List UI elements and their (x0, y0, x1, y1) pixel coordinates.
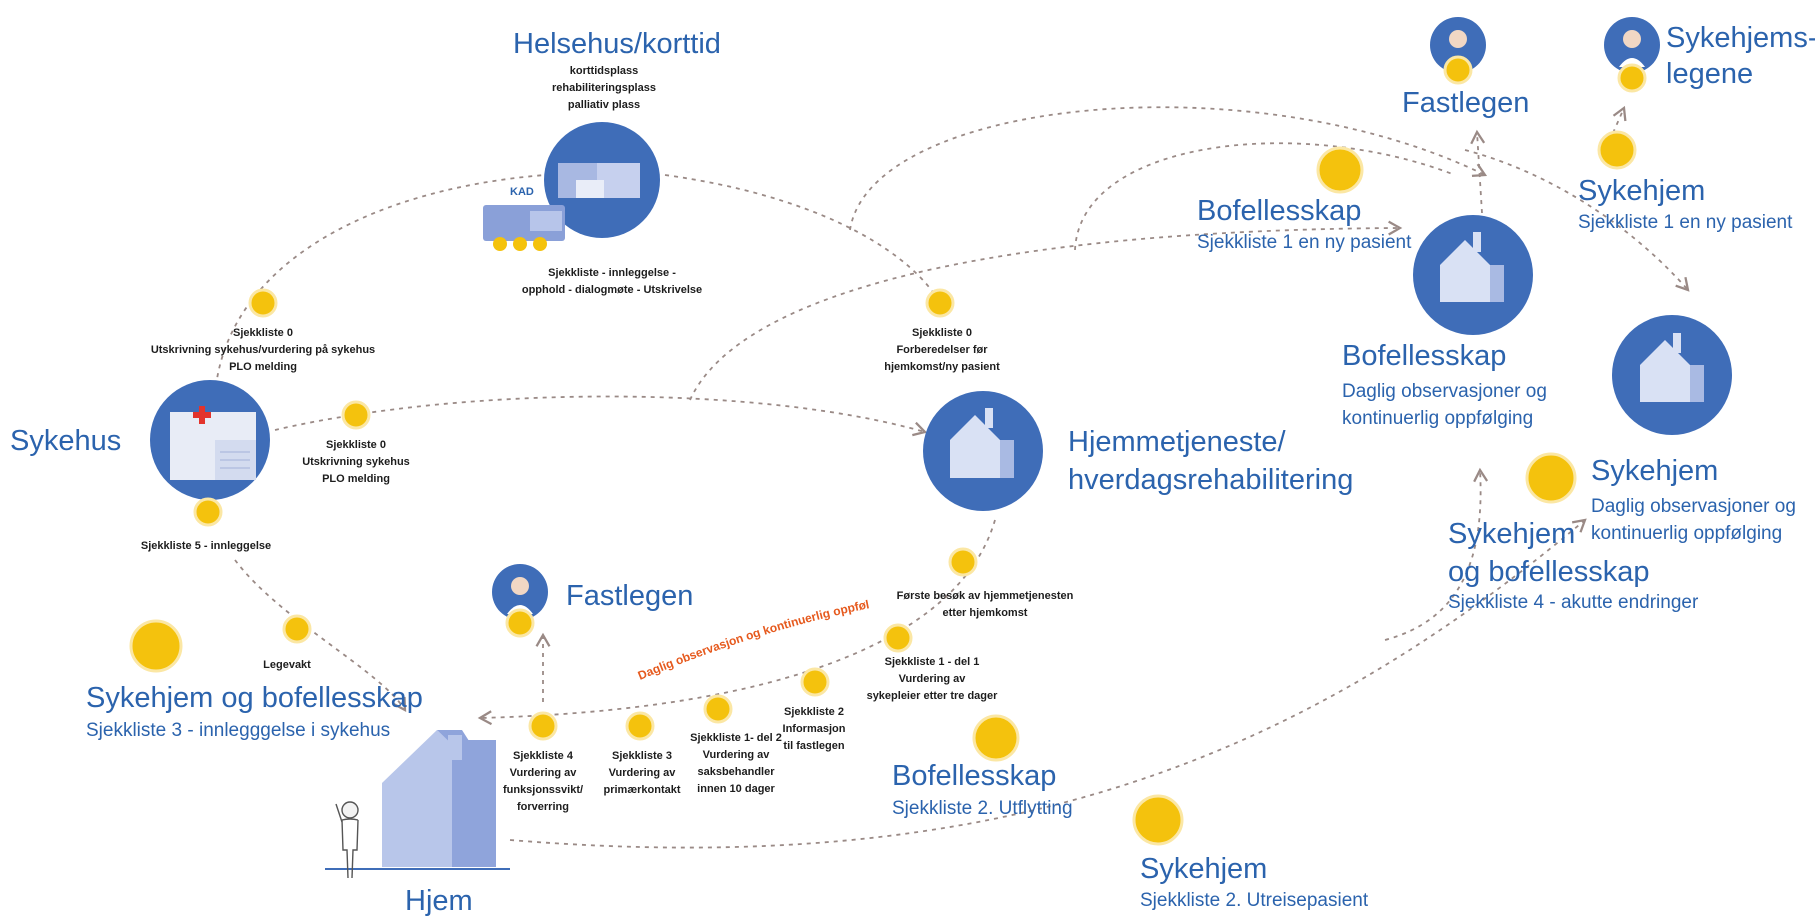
hjem-title: Hjem (405, 885, 473, 917)
house-icon (1440, 232, 1504, 302)
path-right-up (1384, 467, 1489, 641)
checkpoint-dot (1316, 146, 1364, 194)
fastlegen-left-avatar (492, 564, 548, 620)
hospital-building-icon (558, 163, 640, 198)
checkpoint-dot (1525, 452, 1577, 504)
step-1-del-1: Sjekkliste 1 - del 1 Vurdering av sykepl… (866, 656, 998, 702)
bofellesskap-bottom-title: Bofellesskap (892, 760, 1057, 792)
fastlegen-left-title: Fastlegen (566, 580, 694, 612)
checkpoint-dot (625, 711, 655, 741)
path-fastlegen-to-sykehjem (1464, 149, 1690, 292)
sykehus-title: Sykehus (10, 425, 122, 457)
checkpoint-dot (703, 694, 733, 724)
checkpoint-dot (1443, 55, 1473, 85)
sykehus-checklist-top: Sjekkliste 0 Utskrivning sykehus/vurderi… (150, 327, 376, 373)
path-arc-top-medium (1074, 142, 1456, 251)
sykehjem-bofellesskap-right-sub: Sjekkliste 4 - akutte endringer (1448, 592, 1699, 613)
hospital-icon (170, 406, 256, 480)
step-4: Sjekkliste 4 Vurdering av funksjonssvikt… (502, 750, 584, 813)
helsehus-title: Helsehus/korttid (513, 28, 721, 60)
checkpoint-dot (505, 608, 535, 638)
checkpoint-dot (248, 288, 278, 318)
bofellesskap-top-title: Bofellesskap (1197, 195, 1362, 227)
sykehjemslegene-avatar (1604, 17, 1660, 73)
sykehjemslegene-title: Sykehjems- legene (1666, 22, 1815, 90)
step-3: Sjekkliste 3 Vurdering av primærkontakt (603, 750, 681, 796)
path-arc-to-bofellesskap (689, 220, 1403, 401)
sykehjem-bottom-sub: Sjekkliste 2. Utreisepasient (1140, 890, 1369, 911)
checkpoint-dot (528, 711, 558, 741)
bofellesskap-mid-sub: Daglig observasjoner og kontinuerlig opp… (1342, 381, 1547, 429)
path-hjemmetjeneste-to-hjem (477, 519, 996, 726)
bofellesskap-node (1413, 215, 1533, 335)
sykehjem-bofellesskap-right-title: Sykehjem og bofellesskap (1448, 518, 1650, 588)
path-arc-top-big (849, 106, 1488, 231)
ambulance-icon (483, 205, 565, 251)
checkpoint-dot (1132, 794, 1184, 846)
flow-paths (214, 105, 1690, 849)
kad-label: KAD (510, 186, 534, 198)
bofellesskap-mid-title: Bofellesskap (1342, 340, 1507, 372)
legevakt-label: Legevakt (263, 659, 311, 671)
checkpoint-dot (1617, 63, 1647, 93)
checkpoint-dot (800, 667, 830, 697)
checkpoint-dot (193, 497, 223, 527)
hjemmetjeneste-node (923, 391, 1043, 511)
sykehus-node (150, 380, 270, 500)
house-icon (950, 408, 1014, 478)
hjemmetjeneste-title: Hjemmetjeneste/ hverdagsrehabilitering (1068, 426, 1354, 496)
helsehus-node (483, 122, 660, 251)
checkpoint-dot (972, 714, 1020, 762)
checkpoint-dot (948, 547, 978, 577)
helsehus-bed-types: korttidsplass rehabiliteringsplass palli… (552, 65, 656, 111)
daglig-observasjon-label: Daglig observasjon og kontinuerlig oppfø… (0, 0, 870, 683)
sykehjem-bofellesskap-left-title: Sykehjem og bofellesskap (86, 682, 423, 714)
path-helsehus-hjemmetjeneste (664, 174, 936, 296)
hjem-house (325, 730, 510, 879)
sykehjem-bottom-title: Sykehjem (1140, 853, 1268, 885)
hjemmetjeneste-checklist-top: Sjekkliste 0 Forberedelser før hjemkomst… (884, 327, 1000, 373)
checkpoint-dot (1597, 130, 1637, 170)
path-sykehjem-to-legene (1612, 105, 1627, 134)
first-visit-label: Første besøk av hjemmetjenesten etter hj… (896, 590, 1074, 619)
step-2: Sjekkliste 2 Informasjon til fastlegen (782, 706, 846, 752)
path-sykehus-hjemmetjeneste (274, 395, 928, 437)
sykehjem-node (1612, 315, 1732, 435)
checkpoint-dot (282, 614, 312, 644)
fastlegen-right-title: Fastlegen (1402, 87, 1530, 119)
path-sykehus-down (234, 559, 407, 712)
bofellesskap-bottom-sub: Sjekkliste 2. Utflytting (892, 798, 1073, 819)
sykehus-checklist-right: Sjekkliste 0 Utskrivning sykehus PLO mel… (302, 439, 410, 485)
sykehjem-mid-title: Sykehjem (1591, 455, 1719, 487)
sykehjem-top-title: Sykehjem (1578, 175, 1706, 207)
sykehjem-top-sub: Sjekkliste 1 en ny pasient (1578, 212, 1793, 233)
person-icon (335, 801, 359, 879)
checkpoint-dot (341, 400, 371, 430)
checkpoint-dot (129, 619, 183, 673)
bofellesskap-top-sub: Sjekkliste 1 en ny pasient (1197, 232, 1412, 253)
checkpoint-dot (925, 288, 955, 318)
sykehjem-bofellesskap-left-sub: Sjekkliste 3 - innlegggelse i sykehus (86, 720, 391, 741)
checkpoint-dots (129, 55, 1647, 846)
sykehus-checklist-innleggelse: Sjekkliste 5 - innleggelse (140, 540, 272, 552)
helsehus-checklist: Sjekkliste - innleggelse - opphold - dia… (521, 267, 703, 296)
step-1-del-2: Sjekkliste 1- del 2 Vurdering av saksbeh… (690, 732, 782, 795)
house-icon (1640, 333, 1704, 402)
checkpoint-dot (883, 623, 913, 653)
sykehjem-mid-sub: Daglig observasjoner og kontinuerlig opp… (1591, 496, 1796, 544)
